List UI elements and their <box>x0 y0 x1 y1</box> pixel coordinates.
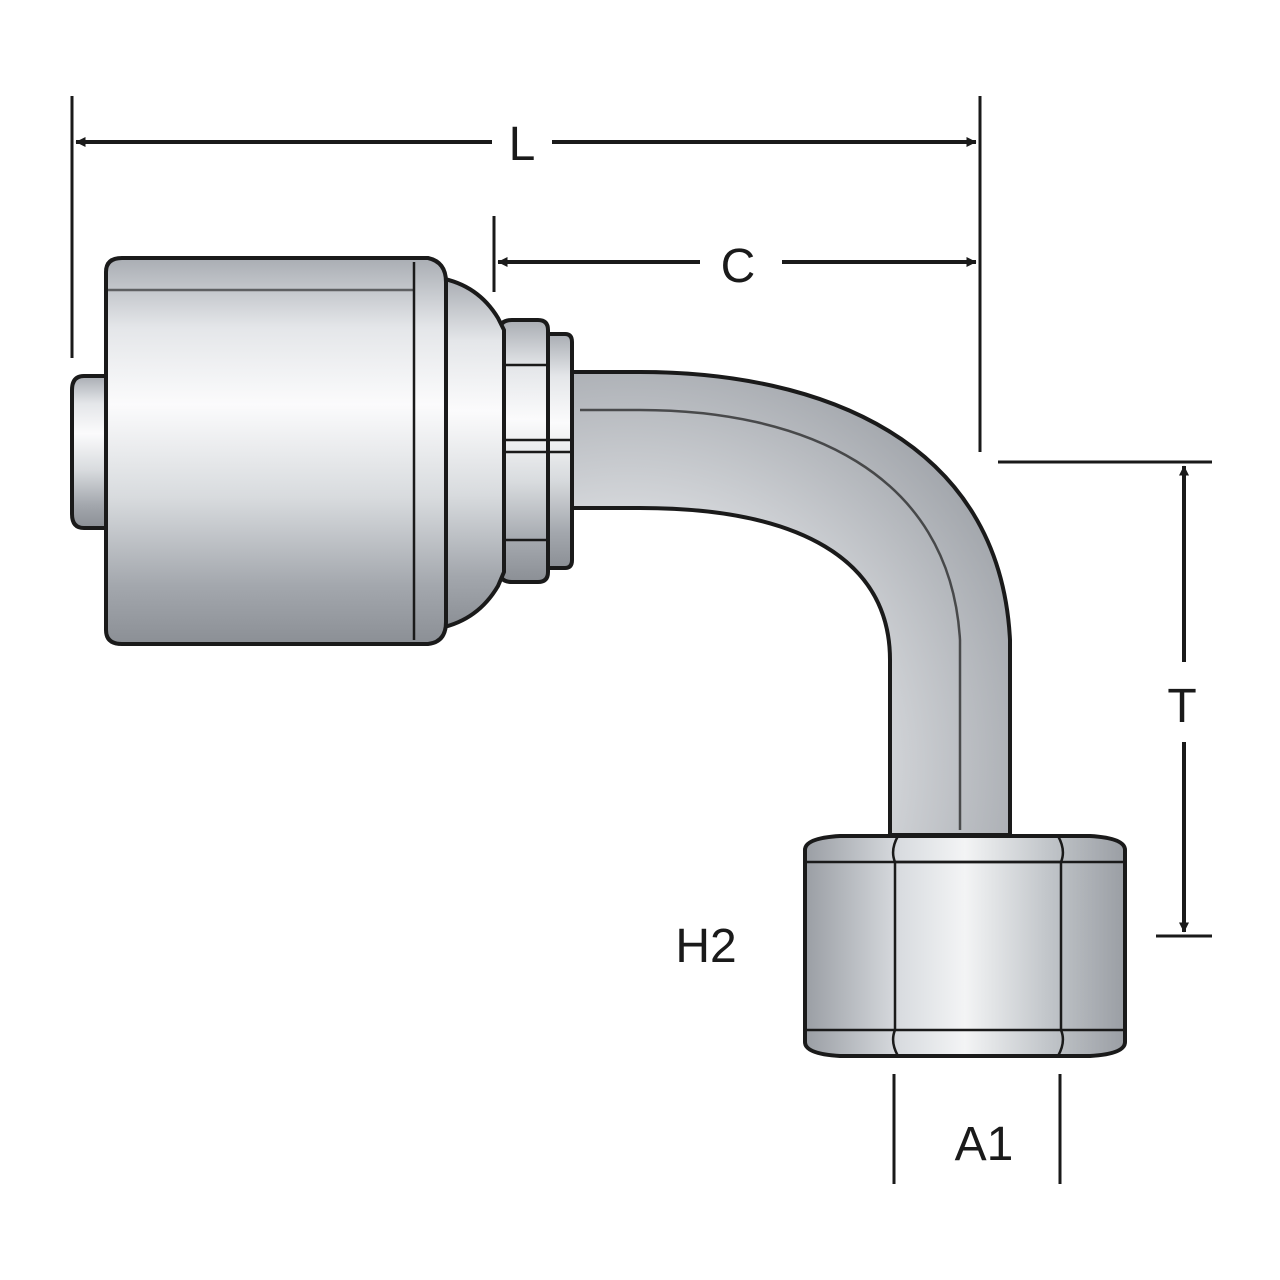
label-T: T <box>1167 680 1196 733</box>
dimension-L: L <box>75 118 977 171</box>
crimp-socket <box>104 256 448 646</box>
label-H2: H2 <box>675 920 736 973</box>
label-C: C <box>721 240 756 293</box>
stem-collar <box>498 318 574 584</box>
elbow-tube <box>558 370 1012 837</box>
dimension-T: T <box>1167 465 1197 933</box>
dimension-C: C <box>497 240 977 293</box>
label-A1: A1 <box>955 1118 1014 1171</box>
extension-lines <box>70 96 1212 1184</box>
label-L: L <box>509 118 536 171</box>
socket-taper <box>438 276 506 630</box>
hose-stub <box>70 374 108 530</box>
hex-nut <box>803 834 1127 1058</box>
